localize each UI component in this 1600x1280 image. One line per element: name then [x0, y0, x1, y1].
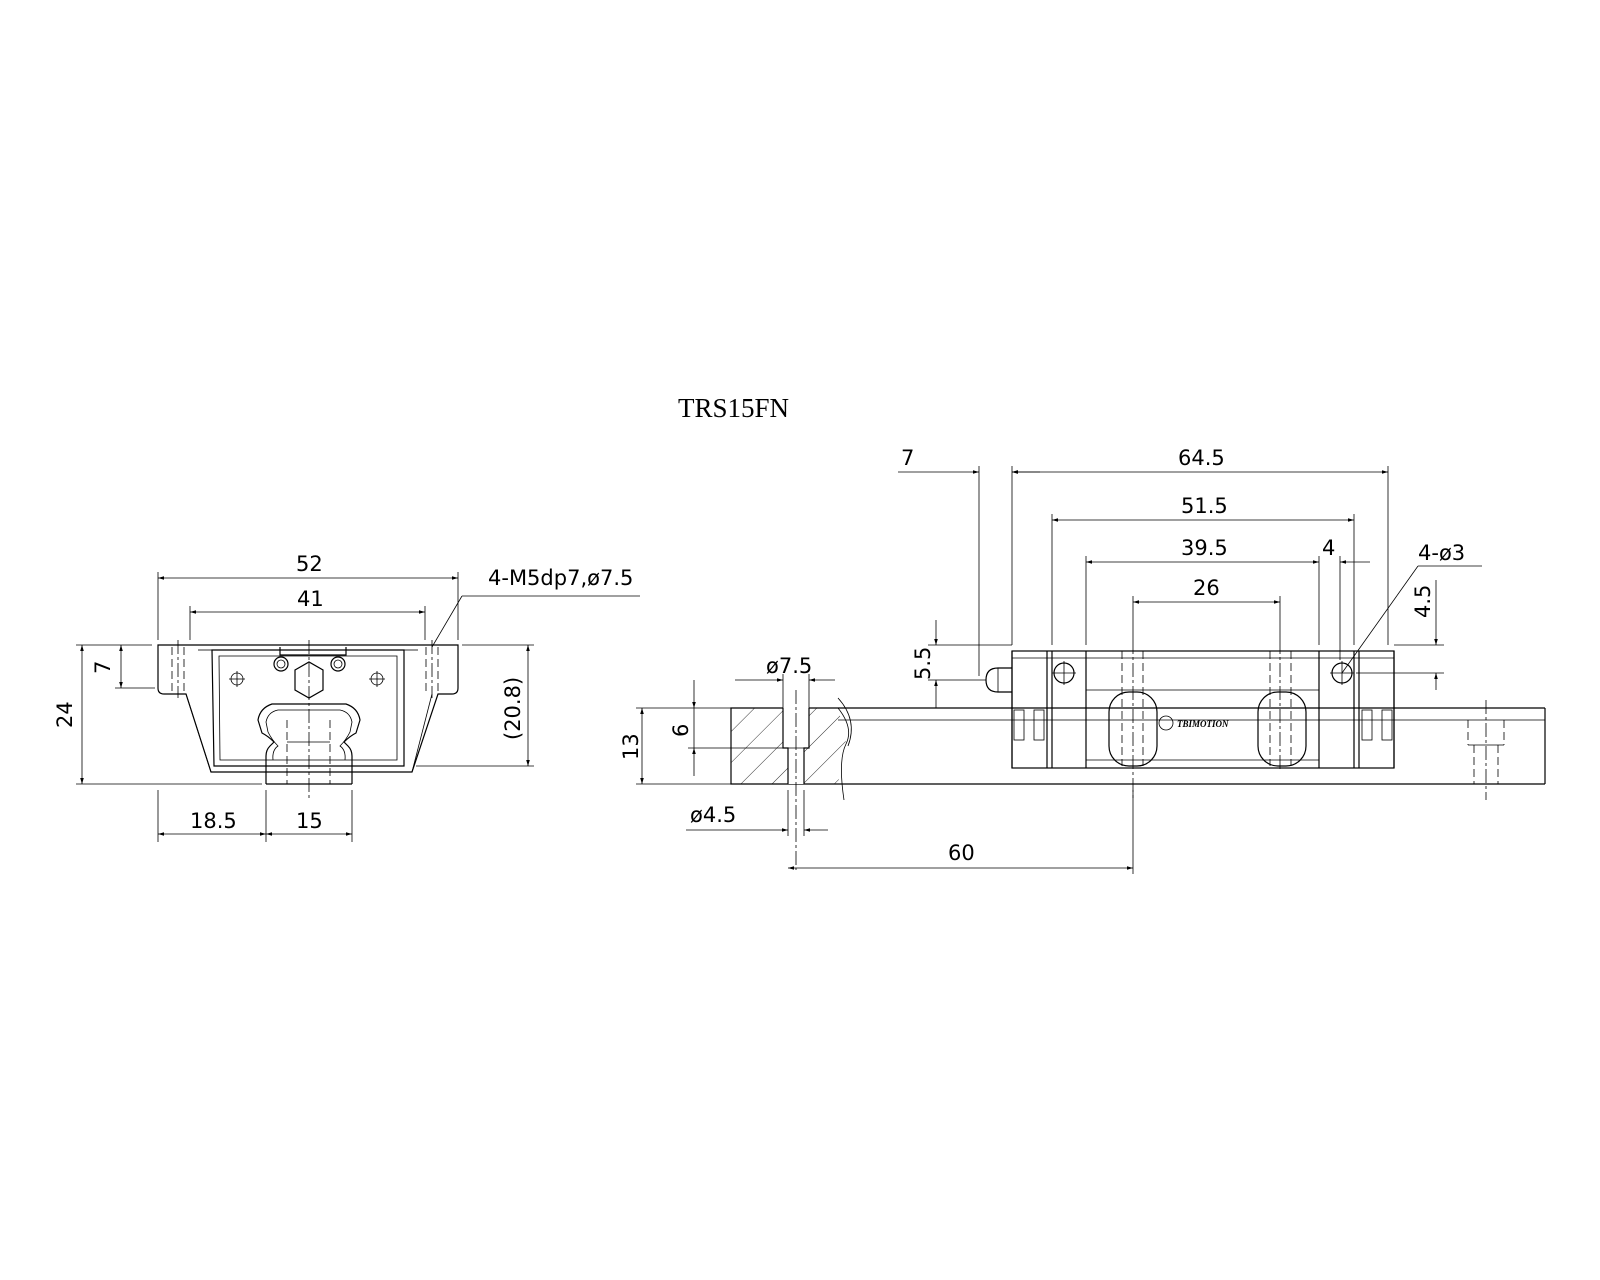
- carriage-block: [1011, 650, 1395, 769]
- dim-width-holes: 41: [297, 587, 324, 611]
- front-view: 52 41 4-M5dp7,ø7.5 24 7 (20.8) 18.5 15: [53, 552, 640, 842]
- side-view: TBIMOTION 7 64.5 51.5 39.5 4 26 4-ø3: [619, 446, 1546, 874]
- brand-logo-icon: [1158, 715, 1174, 731]
- dim-length-total: 64.5: [1178, 446, 1225, 470]
- dim-grease-offset: 4: [1322, 536, 1335, 560]
- dim-hole-pitch: 26: [1193, 576, 1220, 600]
- drawing-title: TRS15FN: [678, 393, 789, 423]
- dim-height-block: (20.8): [501, 677, 525, 740]
- dim-bolt-hole-dia: ø4.5: [690, 803, 736, 827]
- dim-pin-height: 4.5: [1411, 585, 1435, 618]
- dim-rail-width: 15: [296, 809, 323, 833]
- dim-nipple-height: 5.5: [911, 647, 935, 680]
- dim-height-flange: 7: [91, 661, 115, 674]
- grease-nipple-hex: [294, 661, 324, 699]
- slot-right: [1257, 691, 1307, 767]
- dim-rail-height: 13: [619, 733, 643, 760]
- dim-width-outer: 52: [296, 552, 323, 576]
- dim-counterbore-depth: 6: [669, 724, 693, 737]
- brand-logo-text: TBIMOTION: [1177, 719, 1229, 729]
- dim-end-seal: 7: [901, 446, 914, 470]
- dim-height-total: 24: [53, 701, 77, 728]
- note-pin-holes: 4-ø3: [1418, 541, 1465, 565]
- dim-counterbore-dia: ø7.5: [766, 654, 812, 678]
- block-outline: [157, 644, 459, 773]
- dim-rail-pitch: 60: [948, 841, 975, 865]
- end-plate: [211, 649, 405, 767]
- note-mount-holes: 4-M5dp7,ø7.5: [488, 566, 633, 590]
- dim-length-body: 51.5: [1181, 494, 1228, 518]
- dim-length-steel: 39.5: [1181, 536, 1228, 560]
- dim-rail-offset: 18.5: [190, 809, 237, 833]
- grease-nipple: [985, 667, 1012, 693]
